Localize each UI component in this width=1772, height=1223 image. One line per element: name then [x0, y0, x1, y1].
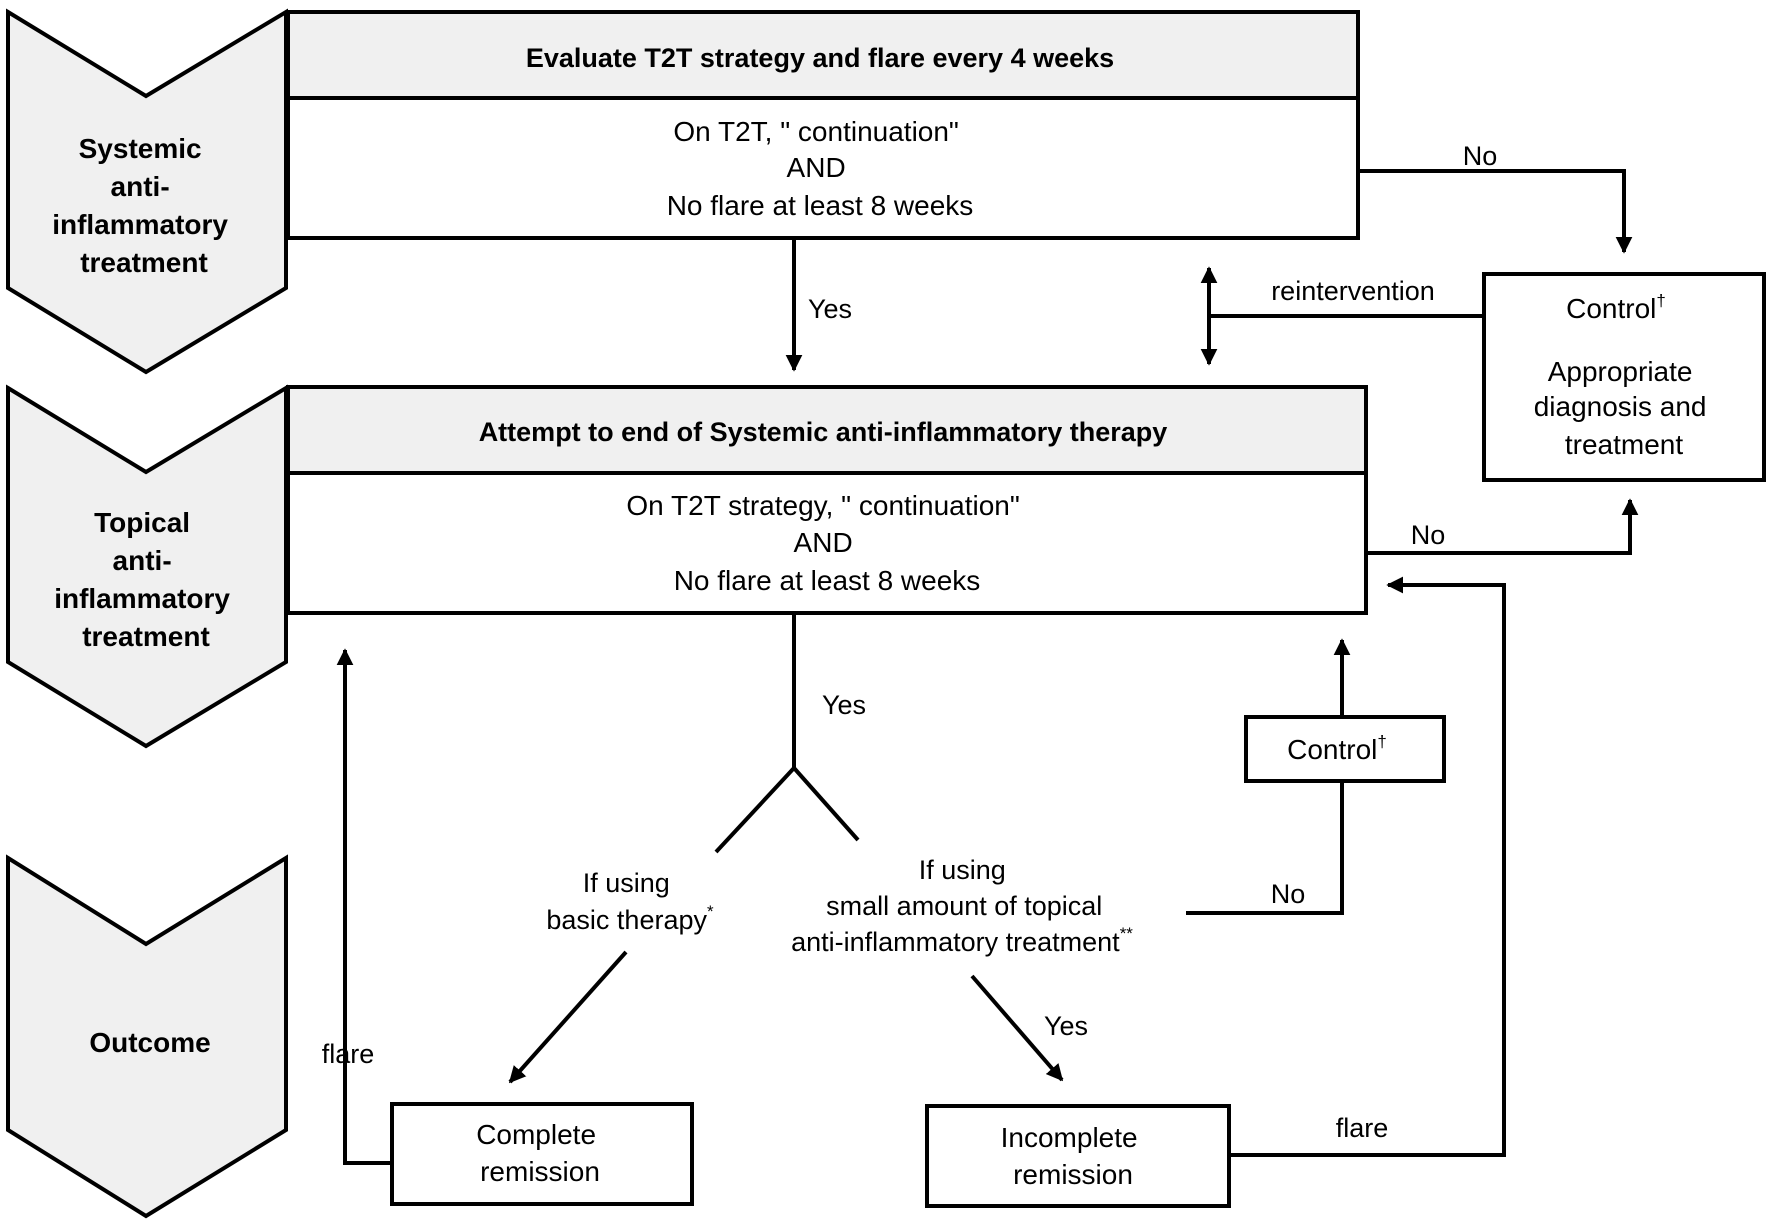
edge-label-flare-right: flare: [1336, 1113, 1389, 1143]
box-complete-remission: Complete remission: [390, 1102, 694, 1206]
box-control-main: Control† Appropriate diagnosis and treat…: [1482, 272, 1766, 482]
edge-label-flare-left: flare: [322, 1039, 375, 1069]
edge-split-left: [714, 766, 796, 854]
box-attempt-header: Attempt to end of Systemic anti-inflamma…: [479, 417, 1168, 447]
edge-label-yes-top: Yes: [808, 294, 852, 324]
box-evaluate-header: Evaluate T2T strategy and flare every 4 …: [526, 43, 1114, 73]
edge-evaluate-to-control: [1358, 169, 1633, 254]
edge-label-yes-bottom: Yes: [1044, 1011, 1088, 1041]
edge-small-to-incomplete: [970, 974, 1064, 1082]
box-evaluate: Evaluate T2T strategy and flare every 4 …: [286, 10, 1360, 240]
edge-split-right: [792, 766, 860, 842]
edge-flare-right: [1229, 576, 1506, 1157]
box-incomplete-remission-label: Incomplete remission: [1001, 1122, 1146, 1190]
box-evaluate-body: On T2T, " continuation" AND No flare at …: [667, 116, 974, 221]
stage-topical-label: Topical anti- inflammatory treatment: [54, 507, 238, 652]
edge-flare-left: [336, 648, 392, 1165]
edge-label-reintervention: reintervention: [1271, 276, 1435, 306]
box-control-main-title: Control†: [1566, 291, 1666, 324]
box-control-main-body: Appropriate diagnosis and treatment: [1534, 356, 1715, 460]
edge-label-no-top: No: [1463, 141, 1498, 171]
box-control-small-title: Control†: [1287, 732, 1387, 765]
edge-small-to-control: [1186, 783, 1344, 915]
edge-basic-to-complete: [508, 950, 628, 1084]
box-complete-remission-label: Complete remission: [476, 1119, 604, 1187]
edge-label-no-middle: No: [1411, 520, 1446, 550]
stage-outcome: Outcome: [6, 854, 288, 1219]
box-attempt-body: On T2T strategy, " continuation" AND No …: [626, 490, 1027, 596]
stage-systemic-label: Systemic anti- inflammatory treatment: [52, 133, 236, 278]
branch-basic-therapy: If using basic therapy*: [546, 868, 714, 935]
edge-label-no-bottom: No: [1271, 879, 1306, 909]
box-control-small: Control†: [1244, 715, 1446, 783]
stage-topical: Topical anti- inflammatory treatment: [6, 384, 288, 749]
edge-label-yes-middle: Yes: [822, 690, 866, 720]
box-incomplete-remission: Incomplete remission: [925, 1104, 1231, 1208]
branch-small-amount: If using small amount of topical anti-in…: [791, 855, 1133, 957]
edge-attempt-to-control: [1368, 498, 1639, 555]
stage-outcome-label: Outcome: [89, 1027, 210, 1058]
stage-systemic: Systemic anti- inflammatory treatment: [6, 8, 288, 375]
box-attempt: Attempt to end of Systemic anti-inflamma…: [286, 385, 1368, 615]
